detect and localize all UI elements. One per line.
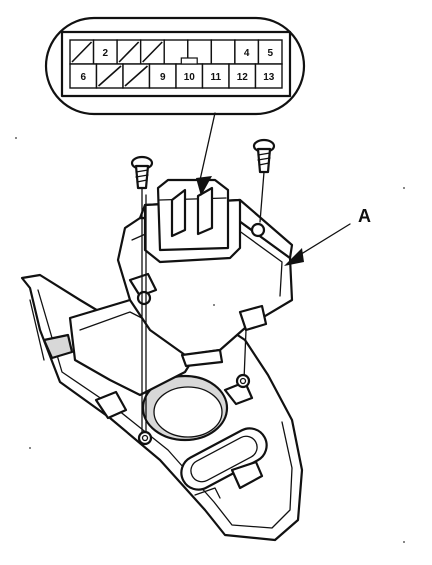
trim-clip [42, 333, 74, 360]
part-a-leader [297, 223, 351, 257]
callout-leader [199, 112, 216, 181]
connector-pin-number: 10 [184, 72, 196, 83]
callout-arrowhead [196, 176, 212, 196]
connector-key-notch [180, 57, 198, 65]
part-a-arrowhead [284, 248, 304, 266]
screw-guide-right [243, 329, 247, 381]
connector-pin-cell [210, 39, 236, 65]
screw-right [252, 138, 276, 223]
unused-pin-hatch [118, 41, 140, 63]
screw-left [130, 155, 154, 437]
unused-pin-hatch [97, 65, 122, 87]
part-a-callout: A [284, 206, 371, 266]
switch-assembly [116, 178, 294, 368]
mounting-tab-right [238, 304, 268, 332]
connector-pin-cell [148, 63, 177, 89]
console-clip-left [94, 390, 128, 420]
connector-pin-number: 2 [103, 48, 109, 59]
connector-pin-number: 9 [160, 72, 166, 83]
connector-pin-cell [254, 63, 283, 89]
connector-pin-grid: 2 4 5 6 9 10 11 12 13 [69, 39, 283, 89]
connector-pin-number: 4 [244, 48, 250, 59]
connector-callout: 2 4 5 6 9 10 11 12 13 [44, 16, 306, 196]
unused-pin-hatch [124, 65, 149, 87]
console-hole-left [137, 430, 153, 446]
unused-pin-hatch [71, 41, 93, 63]
unused-pin-hatch [142, 41, 163, 63]
part-label-a: A [358, 206, 371, 226]
slot-opening [180, 427, 268, 491]
console-hole-right [235, 373, 251, 389]
connector-pin-number: 5 [267, 48, 273, 59]
connector-pin-number: 11 [210, 72, 221, 83]
connector-pin-number: 12 [237, 72, 249, 83]
upper-screw-hole [250, 222, 266, 238]
console-tab [230, 460, 264, 490]
connector-pin-cell [69, 63, 98, 89]
connector-pin-number: 13 [263, 72, 275, 83]
connector-pin-number: 6 [80, 72, 86, 83]
